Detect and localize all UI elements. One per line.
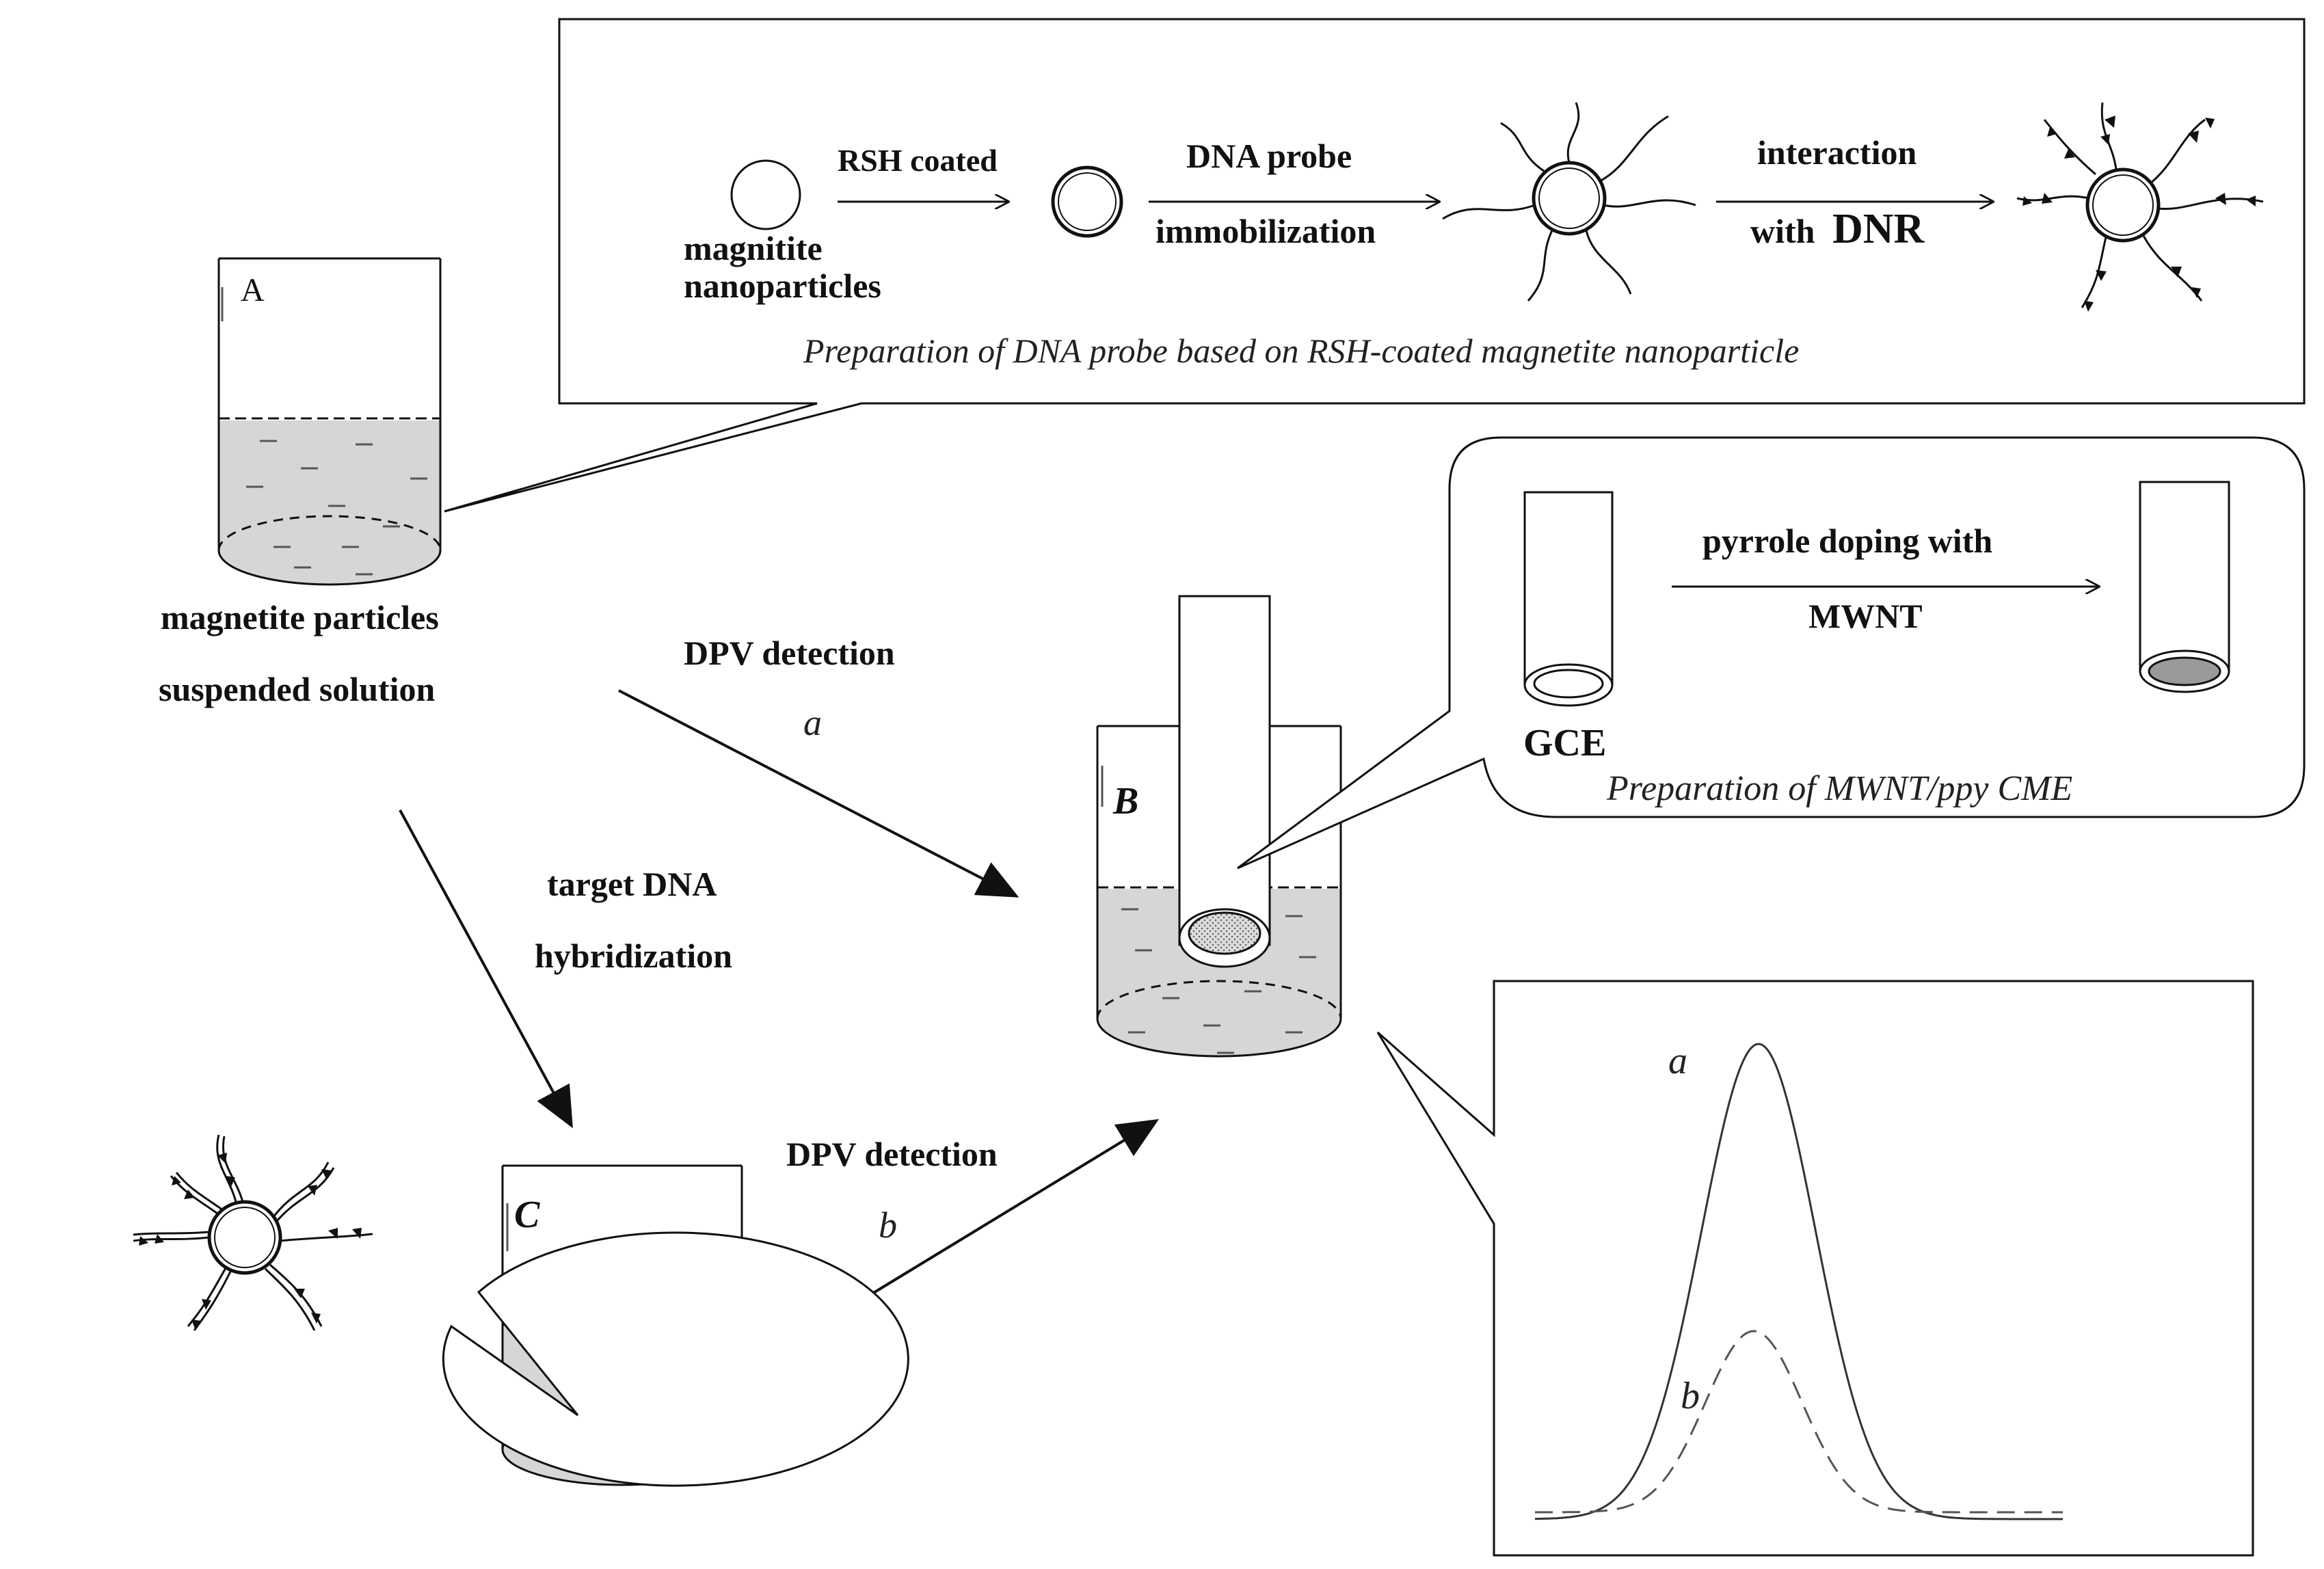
beaker-a-label-line1: magnetite particles <box>161 598 439 636</box>
beaker-b-letter: B <box>1112 780 1138 822</box>
pyrrole-label: pyrrole doping with <box>1702 522 1992 560</box>
probe-preparation-caption: Preparation of DNA probe based on RSH-co… <box>803 332 1799 370</box>
dpv-detection-a-label: DPV detection <box>684 634 895 672</box>
gce-label: GCE <box>1523 722 1606 764</box>
electrode-icon <box>1178 595 1271 968</box>
target-dna-label: target DNA <box>547 865 717 903</box>
nanoparticles-label: nanoparticles <box>684 267 881 305</box>
beaker-a-letter: A <box>241 272 265 308</box>
dnr-bound-nanoparticle-icon <box>2016 102 2264 312</box>
dpv-curve-b-label: b <box>879 1205 897 1246</box>
cme-caption: Preparation of MWNT/ppy CME <box>1606 769 2072 808</box>
interaction-label: interaction <box>1757 133 1916 172</box>
hybridized-nanoparticle-icon <box>133 1134 373 1331</box>
gce-electrode-icon <box>1523 491 1614 707</box>
hybrid-callout <box>133 1134 909 1487</box>
dna-probe-label: DNA probe <box>1186 137 1352 175</box>
dnr-label: DNR <box>1832 206 1925 252</box>
immobilization-label: immobilization <box>1156 212 1376 250</box>
dpv-curve-a-label: a <box>803 702 822 743</box>
beaker-c-letter: C <box>514 1194 540 1236</box>
dpv-detection-b-label: DPV detection <box>786 1135 998 1173</box>
beaker-a: A <box>217 257 442 586</box>
mwnt-label: MWNT <box>1808 597 1923 635</box>
rsh-coated-label: RSH coated <box>838 143 998 178</box>
bare-nanoparticle-icon <box>730 159 801 230</box>
dpv-result-panel: a b <box>1376 980 2254 1557</box>
modified-electrode-icon <box>2139 481 2230 693</box>
curve-a-label: a <box>1668 1040 1687 1082</box>
cme-preparation-panel: GCE pyrrole doping with MWNT Preparation… <box>1237 436 2306 870</box>
beaker-a-label-line2: suspended solution <box>159 670 436 708</box>
hybridization-label: hybridization <box>535 937 732 975</box>
coated-nanoparticle-icon <box>1051 165 1123 238</box>
beaker-b: B <box>1096 595 1342 1058</box>
with-label: with <box>1750 212 1815 250</box>
dpv-arrow-b <box>840 1118 1160 1314</box>
dpv-curve-a <box>1534 1043 2063 1520</box>
dpv-arrow-a <box>618 689 1019 898</box>
curve-b-label: b <box>1681 1375 1700 1417</box>
magnitite-label: magnitite <box>684 229 823 267</box>
hybridization-arrow <box>399 809 573 1129</box>
probe-nanoparticle-icon <box>1442 102 1696 301</box>
dpv-curve-b <box>1535 1330 2063 1514</box>
probe-preparation-panel: magnitite nanoparticles RSH coated DNA p… <box>444 18 2306 513</box>
